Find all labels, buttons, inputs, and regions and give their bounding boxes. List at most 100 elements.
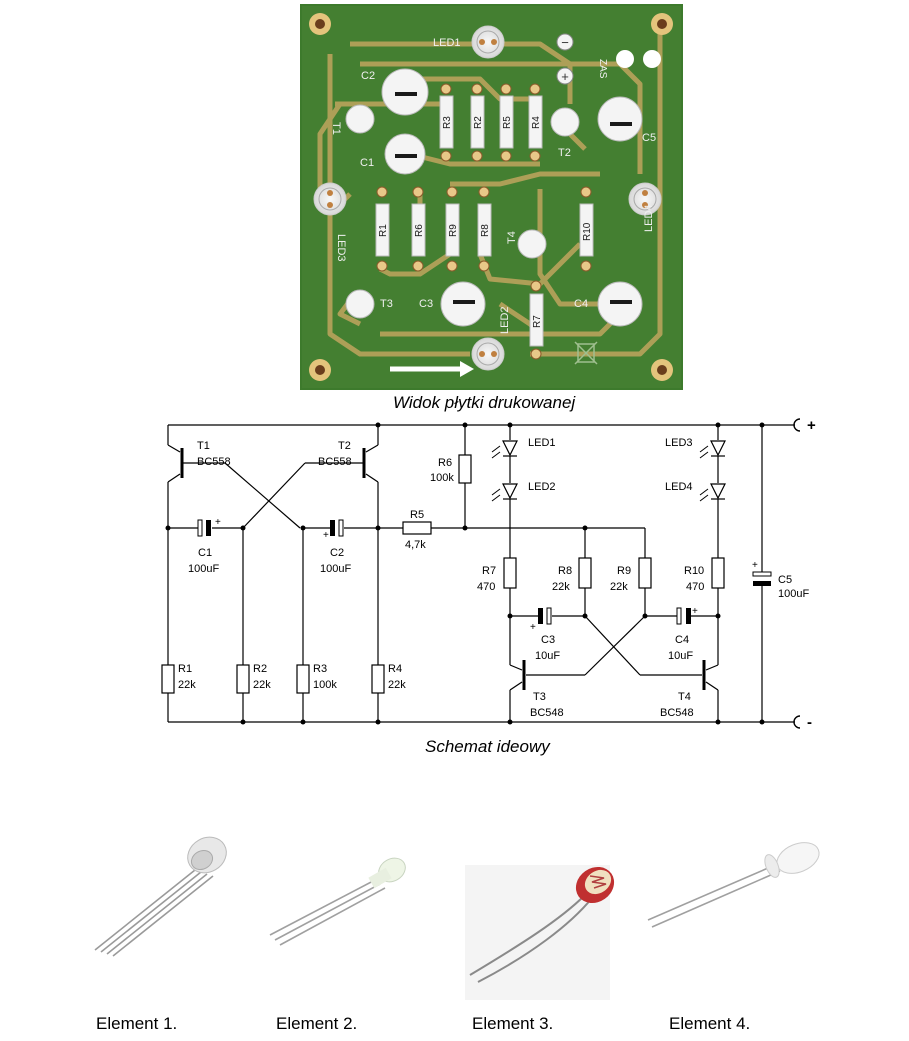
r8-value: 22k: [552, 581, 570, 593]
led2-label: LED2: [528, 481, 556, 493]
pcb-label-led4: LED4: [643, 204, 655, 232]
pcb-label-r6: R6: [414, 224, 425, 237]
led3-label: LED3: [665, 437, 693, 449]
pcb-label-r10: R10: [582, 222, 593, 241]
pcb-label-t2: T2: [558, 147, 571, 159]
t3-type: BC548: [530, 707, 564, 719]
svg-text:+: +: [530, 622, 536, 633]
t2-name: T2: [338, 440, 351, 452]
led1-label: LED1: [528, 437, 556, 449]
pcb-label-r2: R2: [473, 116, 484, 129]
pcb-minus-label: −: [561, 35, 569, 50]
c1-value: 100uF: [188, 563, 219, 575]
c3-value: 10uF: [535, 650, 560, 662]
weee-bin-icon: [574, 341, 598, 365]
c2-value: 100uF: [320, 563, 351, 575]
schematic-resistors: [161, 454, 725, 694]
r1-value: 22k: [178, 679, 196, 691]
r9-value: 22k: [610, 581, 628, 593]
pcb-label-r1: R1: [378, 224, 389, 237]
t1-name: T1: [197, 440, 210, 452]
pcb-view: − + ZAS LED1 C2 C1 T1 T2 C5 LED3 LED4 T3…: [300, 4, 683, 390]
c2-name: C2: [330, 547, 344, 559]
pcb-label-led3: LED3: [335, 234, 347, 262]
pcb-resistors: [375, 95, 594, 347]
pcb-label-r4: R4: [531, 116, 542, 129]
pcb-label-r7: R7: [532, 315, 543, 328]
minus-terminal-label: -: [807, 714, 812, 731]
c4-name: C4: [675, 634, 689, 646]
pcb-led1: [471, 25, 505, 59]
pcb-label-led2: LED2: [499, 306, 511, 334]
c1-name: C1: [198, 547, 212, 559]
plus-terminal-label: +: [807, 417, 816, 434]
r2-name: R2: [253, 663, 267, 675]
mounting-holes: [309, 13, 673, 381]
component-photos: [94, 836, 820, 1000]
r5-value: 4,7k: [405, 539, 426, 551]
element-3-label: Element 3.: [472, 1014, 554, 1033]
pcb-label-c2: C2: [361, 70, 375, 82]
c4-value: 10uF: [668, 650, 693, 662]
pcb-label-c5: C5: [642, 132, 656, 144]
pcb-led4: [628, 182, 662, 216]
r9-name: R9: [617, 565, 631, 577]
led4-label: LED4: [665, 481, 693, 493]
r7-value: 470: [477, 581, 495, 593]
r5-name: R5: [410, 509, 424, 521]
r6-name: R6: [438, 457, 452, 469]
element-1-label: Element 1.: [96, 1014, 178, 1033]
r1-name: R1: [178, 663, 192, 675]
rgb-led-4-leads-icon: [94, 836, 227, 957]
pcb-label-r8: R8: [480, 224, 491, 237]
t2-type: BC558: [318, 456, 352, 468]
pcb-label-c3: C3: [419, 298, 433, 310]
element-4-label: Element 4.: [669, 1014, 751, 1033]
schematic-diagram: + + + + + + - T1 BC55: [161, 417, 816, 731]
r7-name: R7: [482, 565, 496, 577]
pcb-label-t4: T4: [506, 231, 518, 244]
r10-name: R10: [684, 565, 704, 577]
t1-type: BC558: [197, 456, 231, 468]
r3-name: R3: [313, 663, 327, 675]
t4-type: BC548: [660, 707, 694, 719]
photoresistor-icon: [465, 865, 615, 1000]
pcb-supply-label: ZAS: [597, 59, 608, 79]
pcb-plus-label: +: [561, 69, 569, 84]
arrow-icon: [390, 361, 474, 377]
r8-name: R8: [558, 565, 572, 577]
pcb-label-t3: T3: [380, 298, 393, 310]
pcb-label-r5: R5: [502, 116, 513, 129]
r3-value: 100k: [313, 679, 337, 691]
led-light-arrows-icon: [491, 445, 709, 502]
r4-name: R4: [388, 663, 402, 675]
schematic-leds: [502, 440, 726, 500]
r10-value: 470: [686, 581, 704, 593]
c3-name: C3: [541, 634, 555, 646]
r6-value: 100k: [430, 472, 454, 484]
pcb-label-r3: R3: [442, 116, 453, 129]
schematic-capacitors: [197, 519, 772, 625]
t4-name: T4: [678, 691, 691, 703]
pcb-led3: [313, 182, 347, 216]
pcb-label-c1: C1: [360, 157, 374, 169]
svg-text:+: +: [752, 560, 758, 571]
r4-value: 22k: [388, 679, 406, 691]
svg-text:+: +: [692, 606, 698, 617]
t3-name: T3: [533, 691, 546, 703]
schematic-caption: Schemat ideowy: [425, 737, 550, 756]
bicolor-led-3-leads-icon: [269, 857, 406, 946]
pcb-transistors: [345, 104, 580, 319]
pcb-caption: Widok płytki drukowanej: [393, 393, 576, 412]
pcb-label-t1: T1: [330, 122, 342, 135]
pcb-label-c4: C4: [574, 298, 588, 310]
r2-value: 22k: [253, 679, 271, 691]
c5-value: 100uF: [778, 588, 809, 600]
pcb-label-r9: R9: [448, 224, 459, 237]
pcb-label-led1: LED1: [433, 37, 461, 49]
white-led-2-leads-icon: [647, 842, 820, 928]
supply-terminals: [556, 33, 574, 85]
pcb-led2: [471, 337, 505, 371]
element-2-label: Element 2.: [276, 1014, 358, 1033]
svg-text:+: +: [215, 517, 221, 528]
